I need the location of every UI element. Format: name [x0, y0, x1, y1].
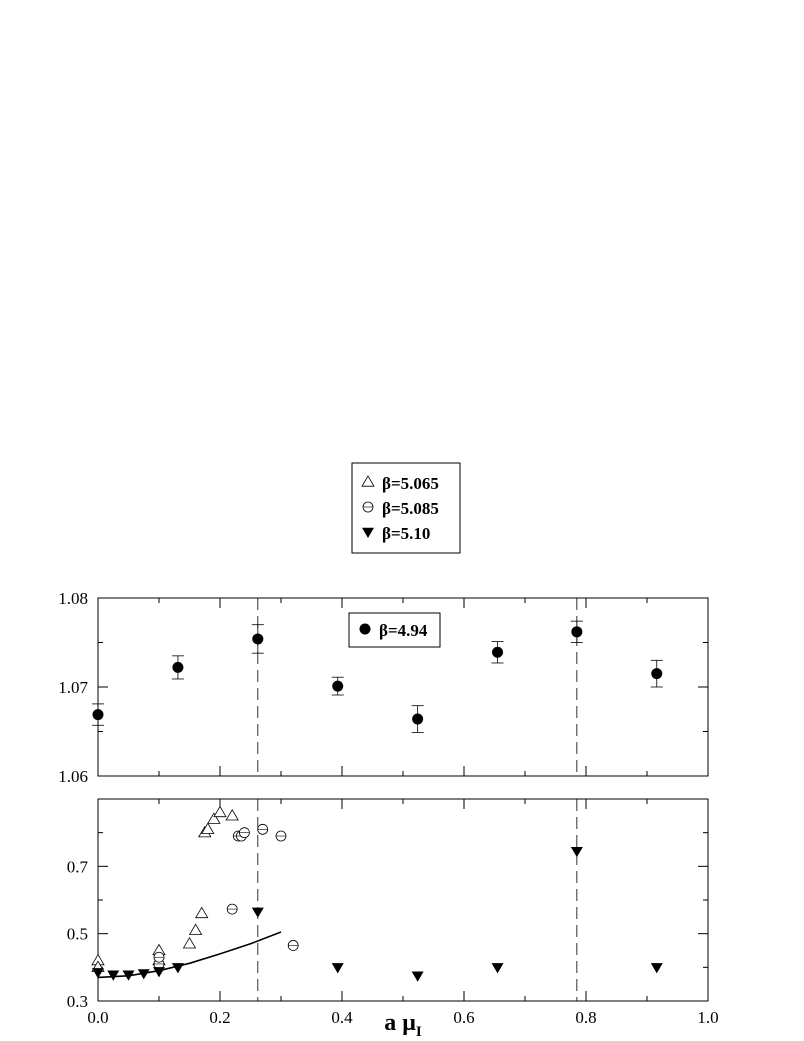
data-point: [201, 822, 215, 834]
data-point: [571, 626, 583, 638]
data-point: [651, 668, 663, 680]
data-point: [411, 971, 424, 982]
data-point: [188, 923, 203, 935]
data-point: [195, 906, 209, 919]
legend-label: β=5.065: [382, 474, 439, 493]
data-point: [107, 970, 120, 981]
legend-marker: [362, 527, 374, 538]
bottom-panel: 0.3 0.5 0.7 0.0 0.2 0.4 0.6 0.8 1.0 β=5.065 β=5.08…: [67, 462, 719, 1027]
data-point: [207, 812, 221, 824]
data-point: [137, 969, 150, 980]
data-point: [92, 709, 104, 721]
x-axis-title-subscript: I: [416, 1024, 422, 1040]
x-tick-label: 0.4: [331, 1008, 353, 1027]
data-point: [92, 968, 104, 979]
y-tick-label: 0.5: [67, 925, 88, 944]
data-point: [153, 967, 165, 978]
data-point: [491, 963, 504, 974]
x-tick-label: 0.0: [87, 1008, 108, 1027]
x-tick-label: 0.8: [575, 1008, 596, 1027]
series-filled-circle: [92, 620, 663, 733]
x-tick-label: 0.2: [209, 1008, 230, 1027]
x-axis-title-main: a μ: [384, 1010, 416, 1036]
data-point: [171, 963, 184, 974]
x-tick-label: 1.0: [697, 1008, 718, 1027]
series-open-triangle: [91, 805, 239, 972]
data-point: [412, 713, 424, 725]
data-point: [252, 633, 264, 645]
data-point: [122, 970, 135, 981]
y-tick-label: 1.06: [58, 767, 88, 786]
legend-label: β=4.94: [379, 621, 428, 640]
y-tick-label: 1.08: [58, 589, 88, 608]
series-filled-down-triangle: [92, 846, 663, 982]
data-point: [172, 661, 184, 673]
top-panel: 1.06 1.07 1.08 β=4.94: [58, 589, 709, 786]
data-point: [650, 963, 663, 974]
series-open-circle: [153, 823, 299, 970]
legend: β=4.94: [348, 612, 441, 648]
y-tick-label: 0.3: [67, 992, 88, 1011]
x-axis-title: a μI: [384, 1010, 422, 1040]
data-point: [251, 907, 264, 918]
data-point: [570, 846, 583, 858]
data-point: [332, 680, 344, 692]
plot-frame: [97, 798, 709, 1002]
data-point: [182, 936, 197, 949]
y-tick-label: 0.7: [67, 857, 89, 876]
data-point: [331, 963, 344, 974]
legend: β=5.065 β=5.085 β=5.10: [351, 462, 461, 554]
legend-label: β=5.10: [382, 524, 430, 543]
legend-marker: [359, 623, 371, 635]
y-tick-label: 1.07: [58, 678, 88, 697]
legend-marker: [361, 475, 375, 487]
data-point: [225, 809, 239, 821]
legend-label: β=5.085: [382, 499, 439, 518]
data-point: [213, 805, 227, 818]
data-point: [492, 646, 504, 658]
x-tick-label: 0.6: [453, 1008, 474, 1027]
